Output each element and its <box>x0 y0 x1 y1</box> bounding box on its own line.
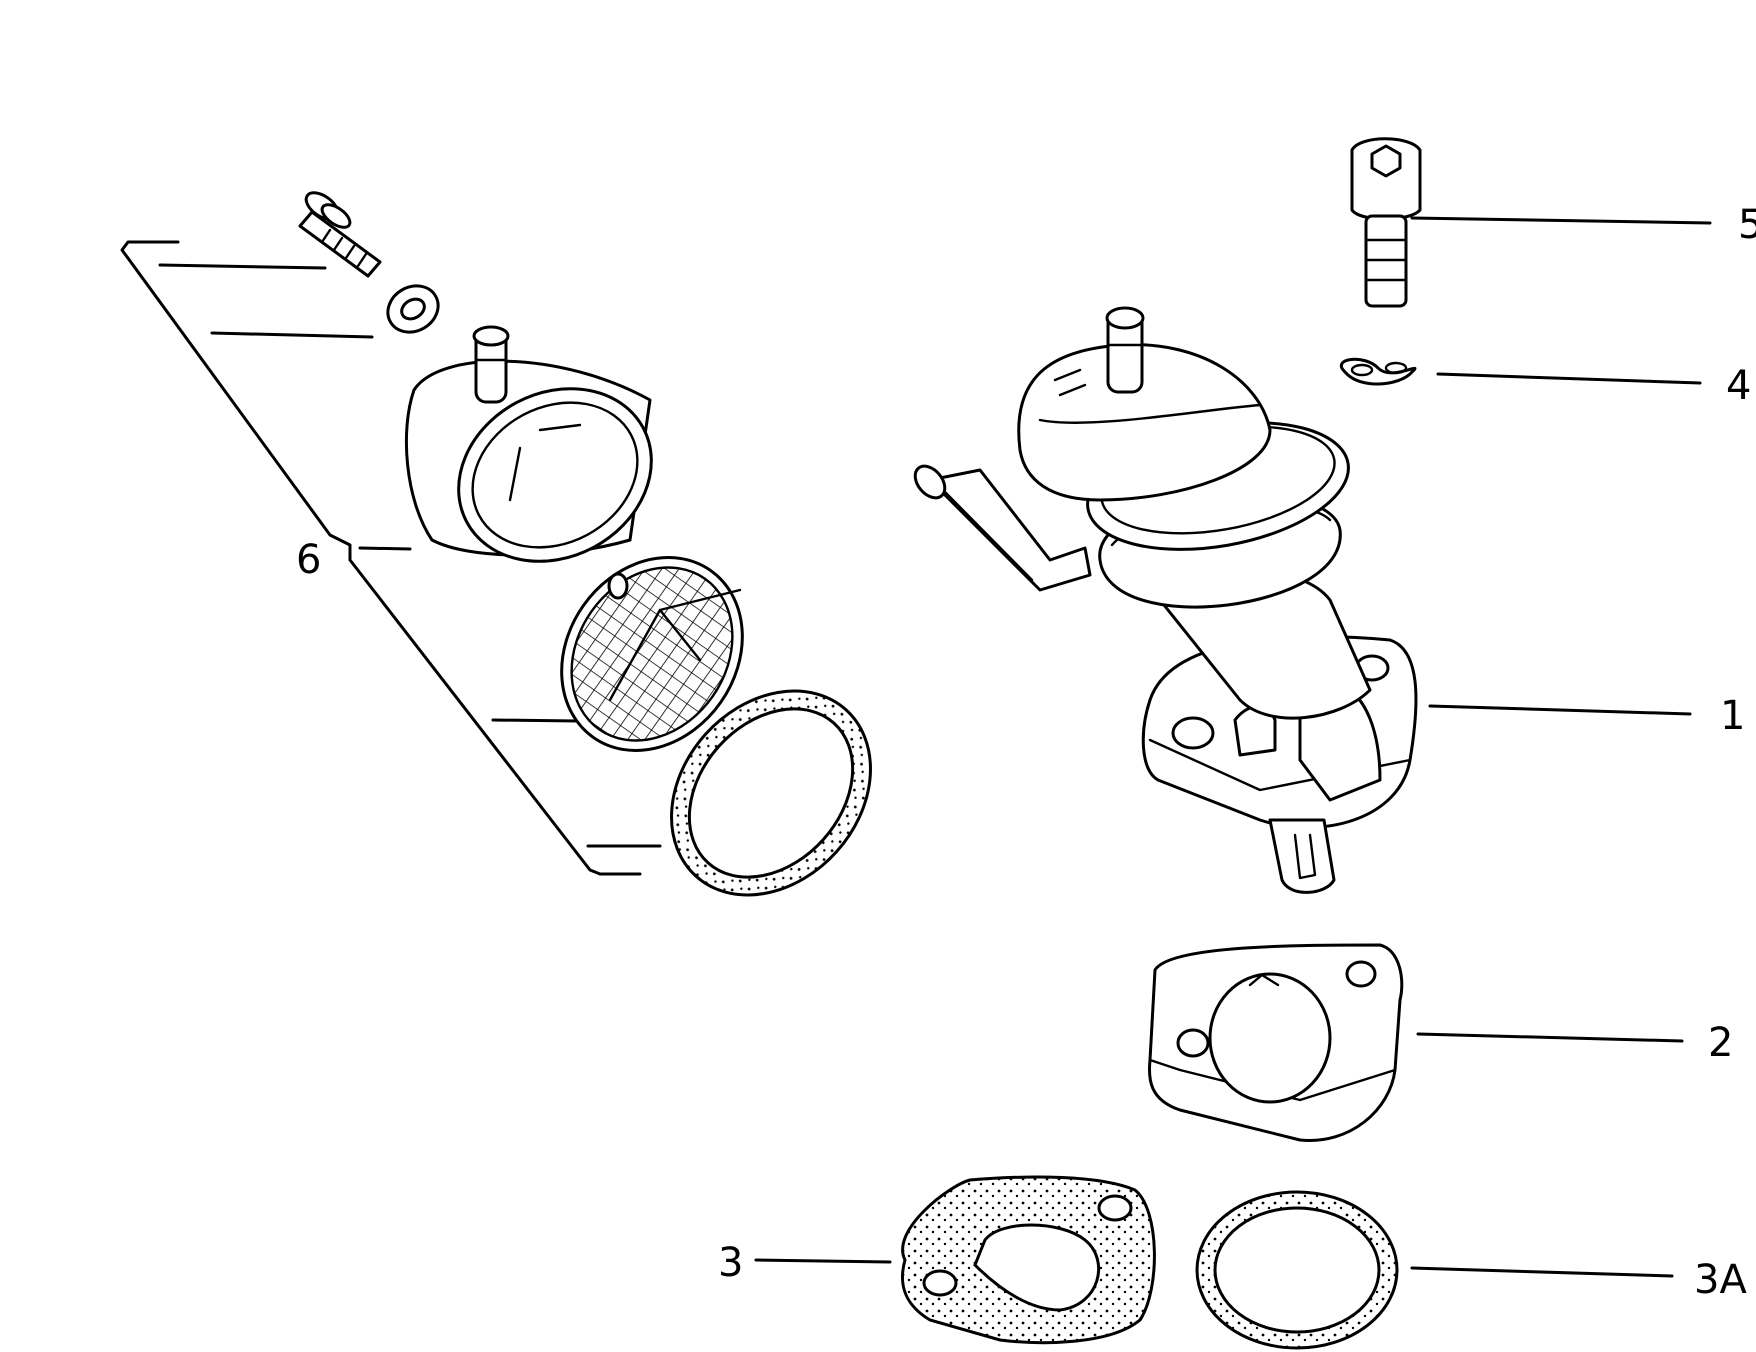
leader-3 <box>754 1258 892 1264</box>
fuel-pump <box>913 306 1418 894</box>
bolt-5 <box>1350 137 1422 308</box>
insulating-flange <box>1148 943 1404 1142</box>
gasket-ring-3a <box>1195 1190 1399 1350</box>
cover-gasket-ring <box>670 689 872 897</box>
callout-5: 5 <box>1738 202 1756 248</box>
callout-1: 1 <box>1720 693 1745 739</box>
part-6-group <box>120 191 872 897</box>
leader-3a <box>1410 1266 1674 1278</box>
callout-3a: 3A <box>1694 1257 1747 1303</box>
callout-2: 2 <box>1708 1020 1733 1066</box>
leader-4 <box>1436 372 1702 385</box>
pump-cover <box>404 325 653 563</box>
flange-gasket <box>900 1175 1156 1345</box>
callout-4: 4 <box>1726 363 1751 409</box>
leader-1 <box>1428 704 1692 716</box>
washer-4 <box>1340 357 1417 386</box>
leader-2 <box>1416 1032 1684 1043</box>
callout-3: 3 <box>718 1240 743 1286</box>
cover-screw <box>298 191 382 278</box>
leader-5 <box>1410 216 1712 225</box>
sealing-washer <box>386 284 440 334</box>
callout-6: 6 <box>296 537 321 583</box>
